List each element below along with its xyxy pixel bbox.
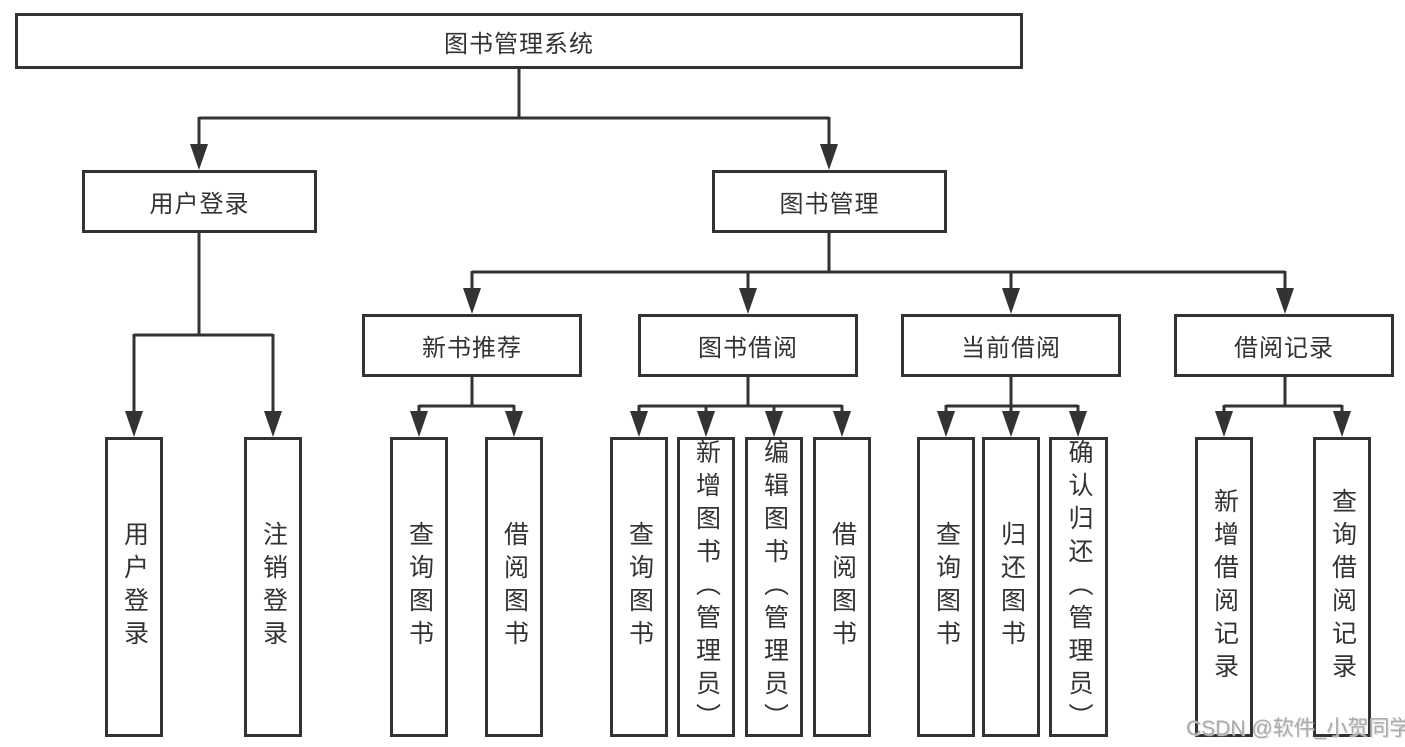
leaf-borrow-books-1-label: 借阅图书: [500, 521, 529, 653]
node-user-login: 用户登录: [82, 170, 317, 233]
leaf-query-books-2: 查询图书: [610, 437, 668, 737]
leaf-query-books-2-label: 查询图书: [625, 521, 654, 653]
leaf-return-books: 归还图书: [982, 437, 1040, 737]
leaf-add-borrow-record-label: 新增借阅记录: [1210, 488, 1239, 686]
leaf-query-borrow-record-label: 查询借阅记录: [1328, 488, 1357, 686]
node-library-system-label: 图书管理系统: [444, 30, 594, 58]
node-book-management: 图书管理: [712, 170, 947, 233]
leaf-return-books-label: 归还图书: [997, 521, 1026, 653]
leaf-add-books-admin-label: 新增图书（管理员）: [692, 438, 721, 736]
node-user-login-label: 用户登录: [149, 191, 250, 218]
leaf-query-books-1: 查询图书: [390, 437, 448, 737]
node-borrow-records: 借阅记录: [1174, 314, 1394, 377]
leaf-user-login-label: 用户登录: [120, 521, 149, 653]
leaf-confirm-return-admin-label: 确认归还（管理员）: [1065, 438, 1093, 736]
leaf-add-borrow-record: 新增借阅记录: [1195, 437, 1253, 737]
leaf-add-books-admin: 新增图书（管理员）: [677, 437, 735, 737]
leaf-confirm-return-admin: 确认归还（管理员）: [1049, 437, 1108, 737]
node-new-book-recommend-label: 新书推荐: [422, 335, 522, 362]
node-borrow-records-label: 借阅记录: [1234, 335, 1334, 362]
node-book-management-label: 图书管理: [779, 191, 880, 218]
leaf-logout: 注销登录: [244, 437, 302, 737]
leaf-edit-books-admin: 编辑图书（管理员）: [745, 437, 803, 737]
leaf-borrow-books-2-label: 借阅图书: [828, 521, 857, 653]
leaf-edit-books-admin-label: 编辑图书（管理员）: [760, 438, 789, 736]
leaf-query-borrow-record: 查询借阅记录: [1313, 437, 1371, 737]
node-current-borrow: 当前借阅: [901, 314, 1121, 377]
node-library-system: 图书管理系统: [15, 13, 1023, 69]
leaf-borrow-books-2: 借阅图书: [813, 437, 871, 737]
csdn-watermark: CSDN @软件_小贺同学: [1186, 717, 1405, 740]
leaf-query-books-1-label: 查询图书: [405, 521, 434, 653]
node-book-borrow: 图书借阅: [638, 314, 858, 377]
leaf-query-books-3: 查询图书: [917, 437, 975, 737]
leaf-borrow-books-1: 借阅图书: [485, 437, 543, 737]
leaf-query-books-3-label: 查询图书: [932, 521, 961, 653]
leaf-logout-label: 注销登录: [259, 521, 288, 653]
leaf-user-login: 用户登录: [105, 437, 163, 737]
arrowheads: [125, 144, 1351, 437]
node-current-borrow-label: 当前借阅: [961, 335, 1061, 362]
node-new-book-recommend: 新书推荐: [362, 314, 582, 377]
node-book-borrow-label: 图书借阅: [698, 335, 798, 362]
